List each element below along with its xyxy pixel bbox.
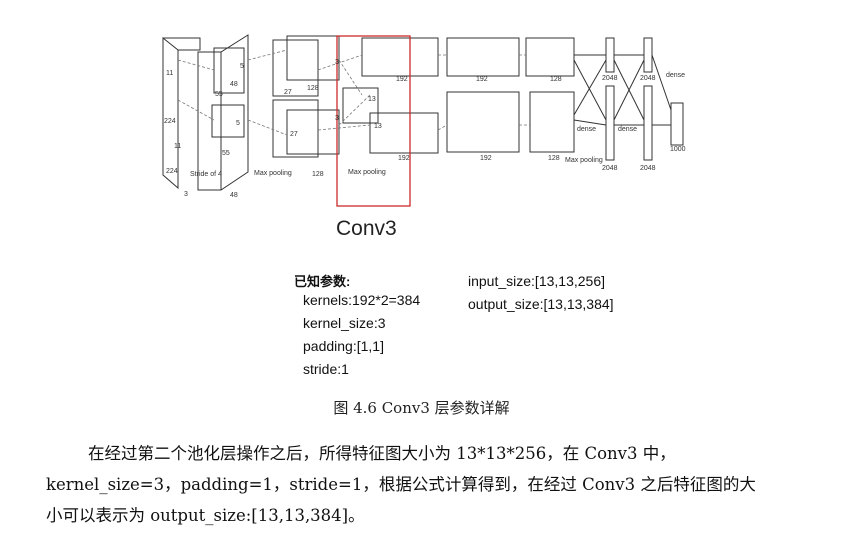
volume-label: 192 [480,155,492,162]
volume-label: 128 [312,171,324,178]
volume-label: 5 [240,63,244,70]
volume-label: 2048 [602,75,618,82]
body-paragraph: 在经过第二个池化层操作之后，所得特征图大小为 13*13*256，在 Conv3… [46,438,826,531]
output-layer [670,102,684,146]
param-line: stride:1 [303,361,349,377]
known-params-block: 已知参数: kernels:192*2=384 kernel_size:3 pa… [294,271,420,384]
volume-label: 27 [290,131,298,138]
volume-label: 48 [230,192,238,199]
paragraph-line: kernel_size=3，padding=1，stride=1，根据公式计算得… [46,475,756,494]
param-line: kernel_size:3 [303,315,386,331]
dense-label: dense [618,126,637,133]
volume-label: 128 [548,155,560,162]
conv3-top [361,37,439,77]
conv3-bottom [369,112,439,154]
conv4-bottom [446,91,520,153]
layer27-top-back [286,35,340,81]
conv3-highlight-box [336,35,411,207]
conv3-front-top [342,87,379,124]
volume-label: 2048 [640,75,656,82]
dense-label: dense [577,126,596,133]
volume-label: 48 [230,81,238,88]
volume-label: 55 [222,150,230,157]
input-size-line: input_size:[13,13,256] [468,273,605,289]
io-size-block: input_size:[13,13,256] output_size:[13,1… [468,273,614,319]
dense-label: dense [666,72,685,79]
volume-label: 224 [164,118,176,125]
connection-lines [177,49,530,136]
conv5-top [525,37,575,77]
conv4-top [446,37,520,77]
pool-label: Max pooling [348,169,386,176]
conv2-bottom [211,104,245,138]
figure-caption: 图 4.6 Conv3 层参数详解 [333,399,510,417]
alexnet-architecture-diagram: 224 224 11 11 3 Stride of 4 55 55 48 48 … [162,34,686,207]
output-size-line: output_size:[13,13,384] [468,296,614,312]
paragraph-line: 在经过第二个池化层操作之后，所得特征图大小为 13*13*256，在 Conv3… [88,444,676,463]
volume-label: 11 [174,143,181,150]
volume-label: 128 [307,85,319,92]
conv2-top [213,47,245,94]
volume-label: 2048 [640,165,656,172]
volume-label: 3 [335,115,339,122]
volume-label: 1000 [670,146,686,153]
dense-connections [573,54,672,126]
volume-label: 224 [166,168,178,175]
dense1-top [605,37,615,73]
params-heading: 已知参数: [294,274,351,289]
volume-label: 5 [236,120,240,127]
param-line: kernels:192*2=384 [303,292,421,308]
param-line: padding:[1,1] [303,338,384,354]
conv1-volume [197,34,249,191]
volume-label: 3 [335,59,339,66]
volume-label: Stride of 4 [190,171,222,178]
pool-label: Max pooling [254,170,292,177]
volume-label: 3 [184,191,188,198]
volume-label: 13 [374,123,382,130]
input-volume [162,36,201,190]
volume-label: 192 [396,76,408,83]
conv5-bottom [529,91,575,153]
volume-label: 192 [476,76,488,83]
dense1-bottom [605,85,615,161]
volume-label: 192 [398,155,410,162]
volume-label: 27 [284,89,292,96]
layer27-bottom-back [286,109,340,155]
pool-label: Max pooling [565,157,603,164]
volume-label: 128 [550,76,562,83]
layer27-bottom [272,99,319,158]
dense2-top [643,37,653,73]
layer27-top [272,39,319,97]
volume-label: 2048 [602,165,618,172]
dense2-bottom [643,85,653,161]
volume-label: 13 [368,96,376,103]
conv3-title: Conv3 [336,217,397,240]
volume-label: 55 [215,91,223,98]
volume-label: 11 [166,70,173,77]
paragraph-line: 小可以表示为 output_size:[13,13,384]。 [46,506,365,525]
